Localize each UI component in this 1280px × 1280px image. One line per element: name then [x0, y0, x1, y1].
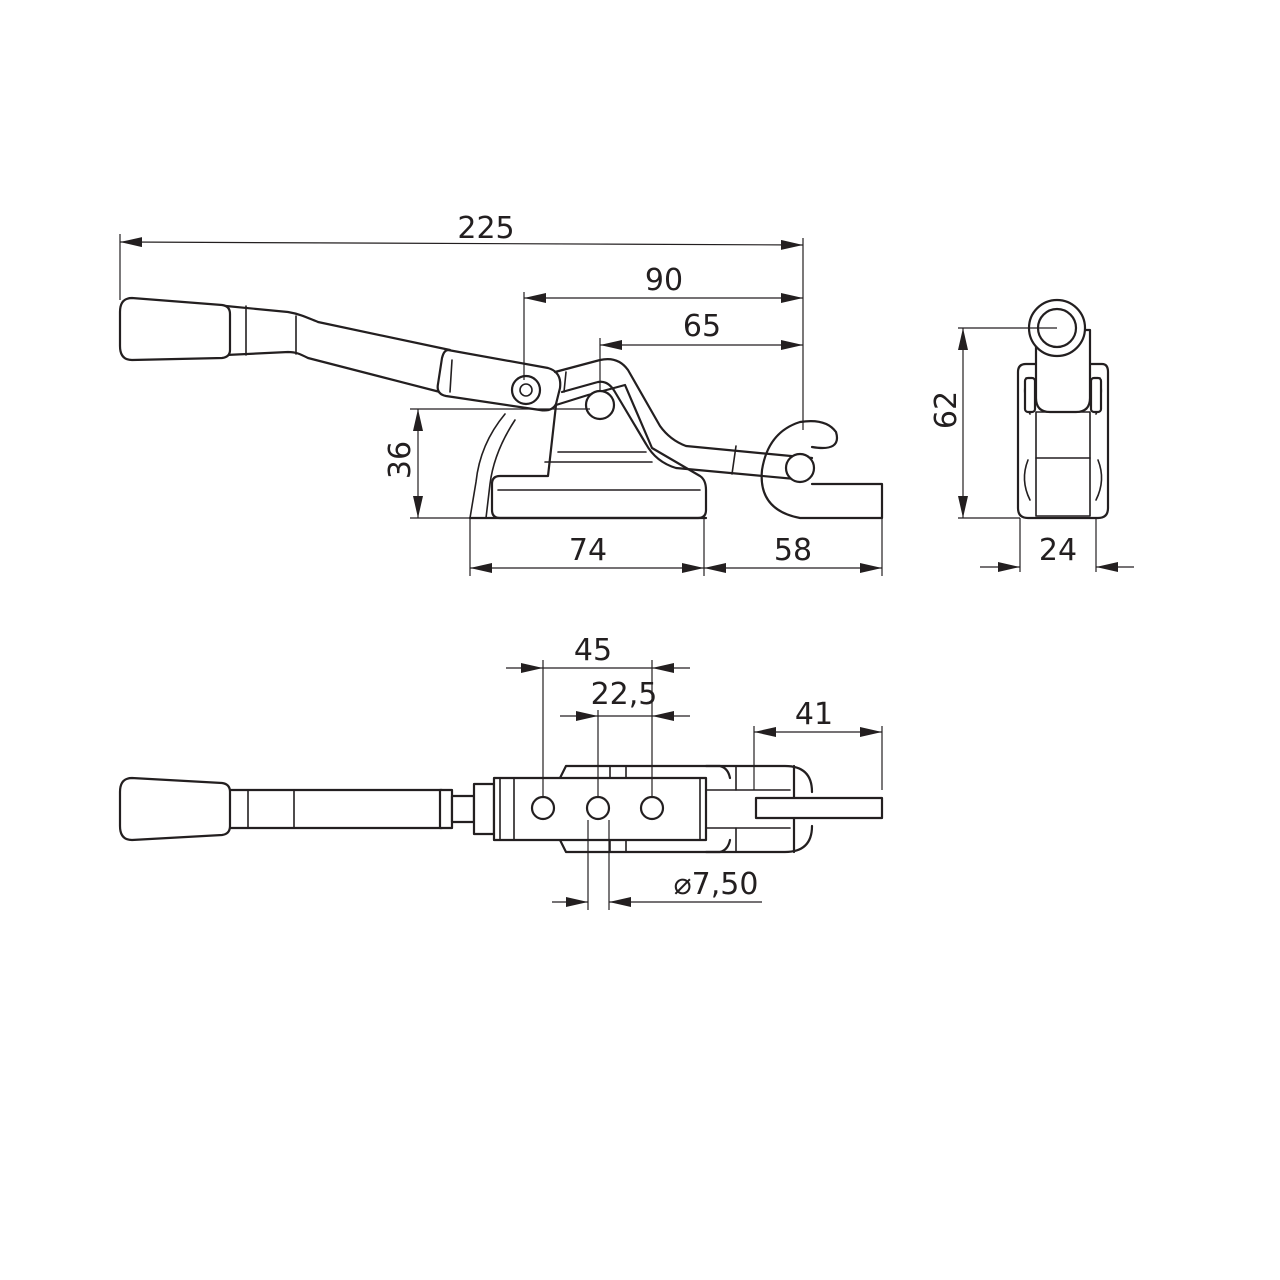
dim-base-pivot-to-end: 65 — [683, 309, 721, 344]
top-view-grip-knob — [118, 776, 232, 842]
top-view-handle-rod — [222, 788, 476, 830]
dim-inner-hole-spacing: 22,5 — [591, 677, 658, 712]
side-view-dimensions: 225 90 65 36 74 58 — [119, 211, 883, 576]
dim-end-height: 62 — [929, 391, 964, 429]
top-view — [118, 764, 884, 854]
dim-overall-length: 225 — [457, 211, 514, 246]
top-view-mounting-hole-center — [585, 795, 611, 821]
dim-outer-hole-spacing: 45 — [574, 633, 612, 668]
top-view-base-body — [472, 764, 732, 854]
dim-hole-diameter: ⌀7,50 — [674, 867, 759, 902]
side-view-front-pivot — [510, 374, 542, 406]
side-view-base-housing — [468, 383, 708, 520]
side-view-main-pivot — [584, 389, 616, 421]
end-view-dimensions: 62 24 — [929, 327, 1134, 572]
side-view-handle-rod — [224, 304, 452, 394]
top-view-clamp-rod — [704, 764, 884, 854]
top-view-mounting-hole-left — [530, 795, 556, 821]
dim-top-tongue-length: 41 — [795, 697, 833, 732]
dim-height: 36 — [383, 441, 418, 479]
side-view-clamp-rod — [553, 358, 816, 484]
dim-tongue-length: 58 — [774, 533, 812, 568]
top-view-dimensions: 45 22,5 41 ⌀7,50 — [506, 633, 883, 910]
side-view-lever-plate — [436, 348, 562, 412]
side-view-hook-tongue — [760, 420, 884, 520]
dim-base-length: 74 — [569, 533, 607, 568]
end-view — [1016, 298, 1110, 520]
dim-pivot-to-end: 90 — [645, 263, 683, 298]
side-view-grip-knob — [118, 296, 232, 362]
dim-end-width: 24 — [1039, 533, 1077, 568]
top-view-mounting-hole-right — [639, 795, 665, 821]
side-view — [118, 296, 884, 520]
